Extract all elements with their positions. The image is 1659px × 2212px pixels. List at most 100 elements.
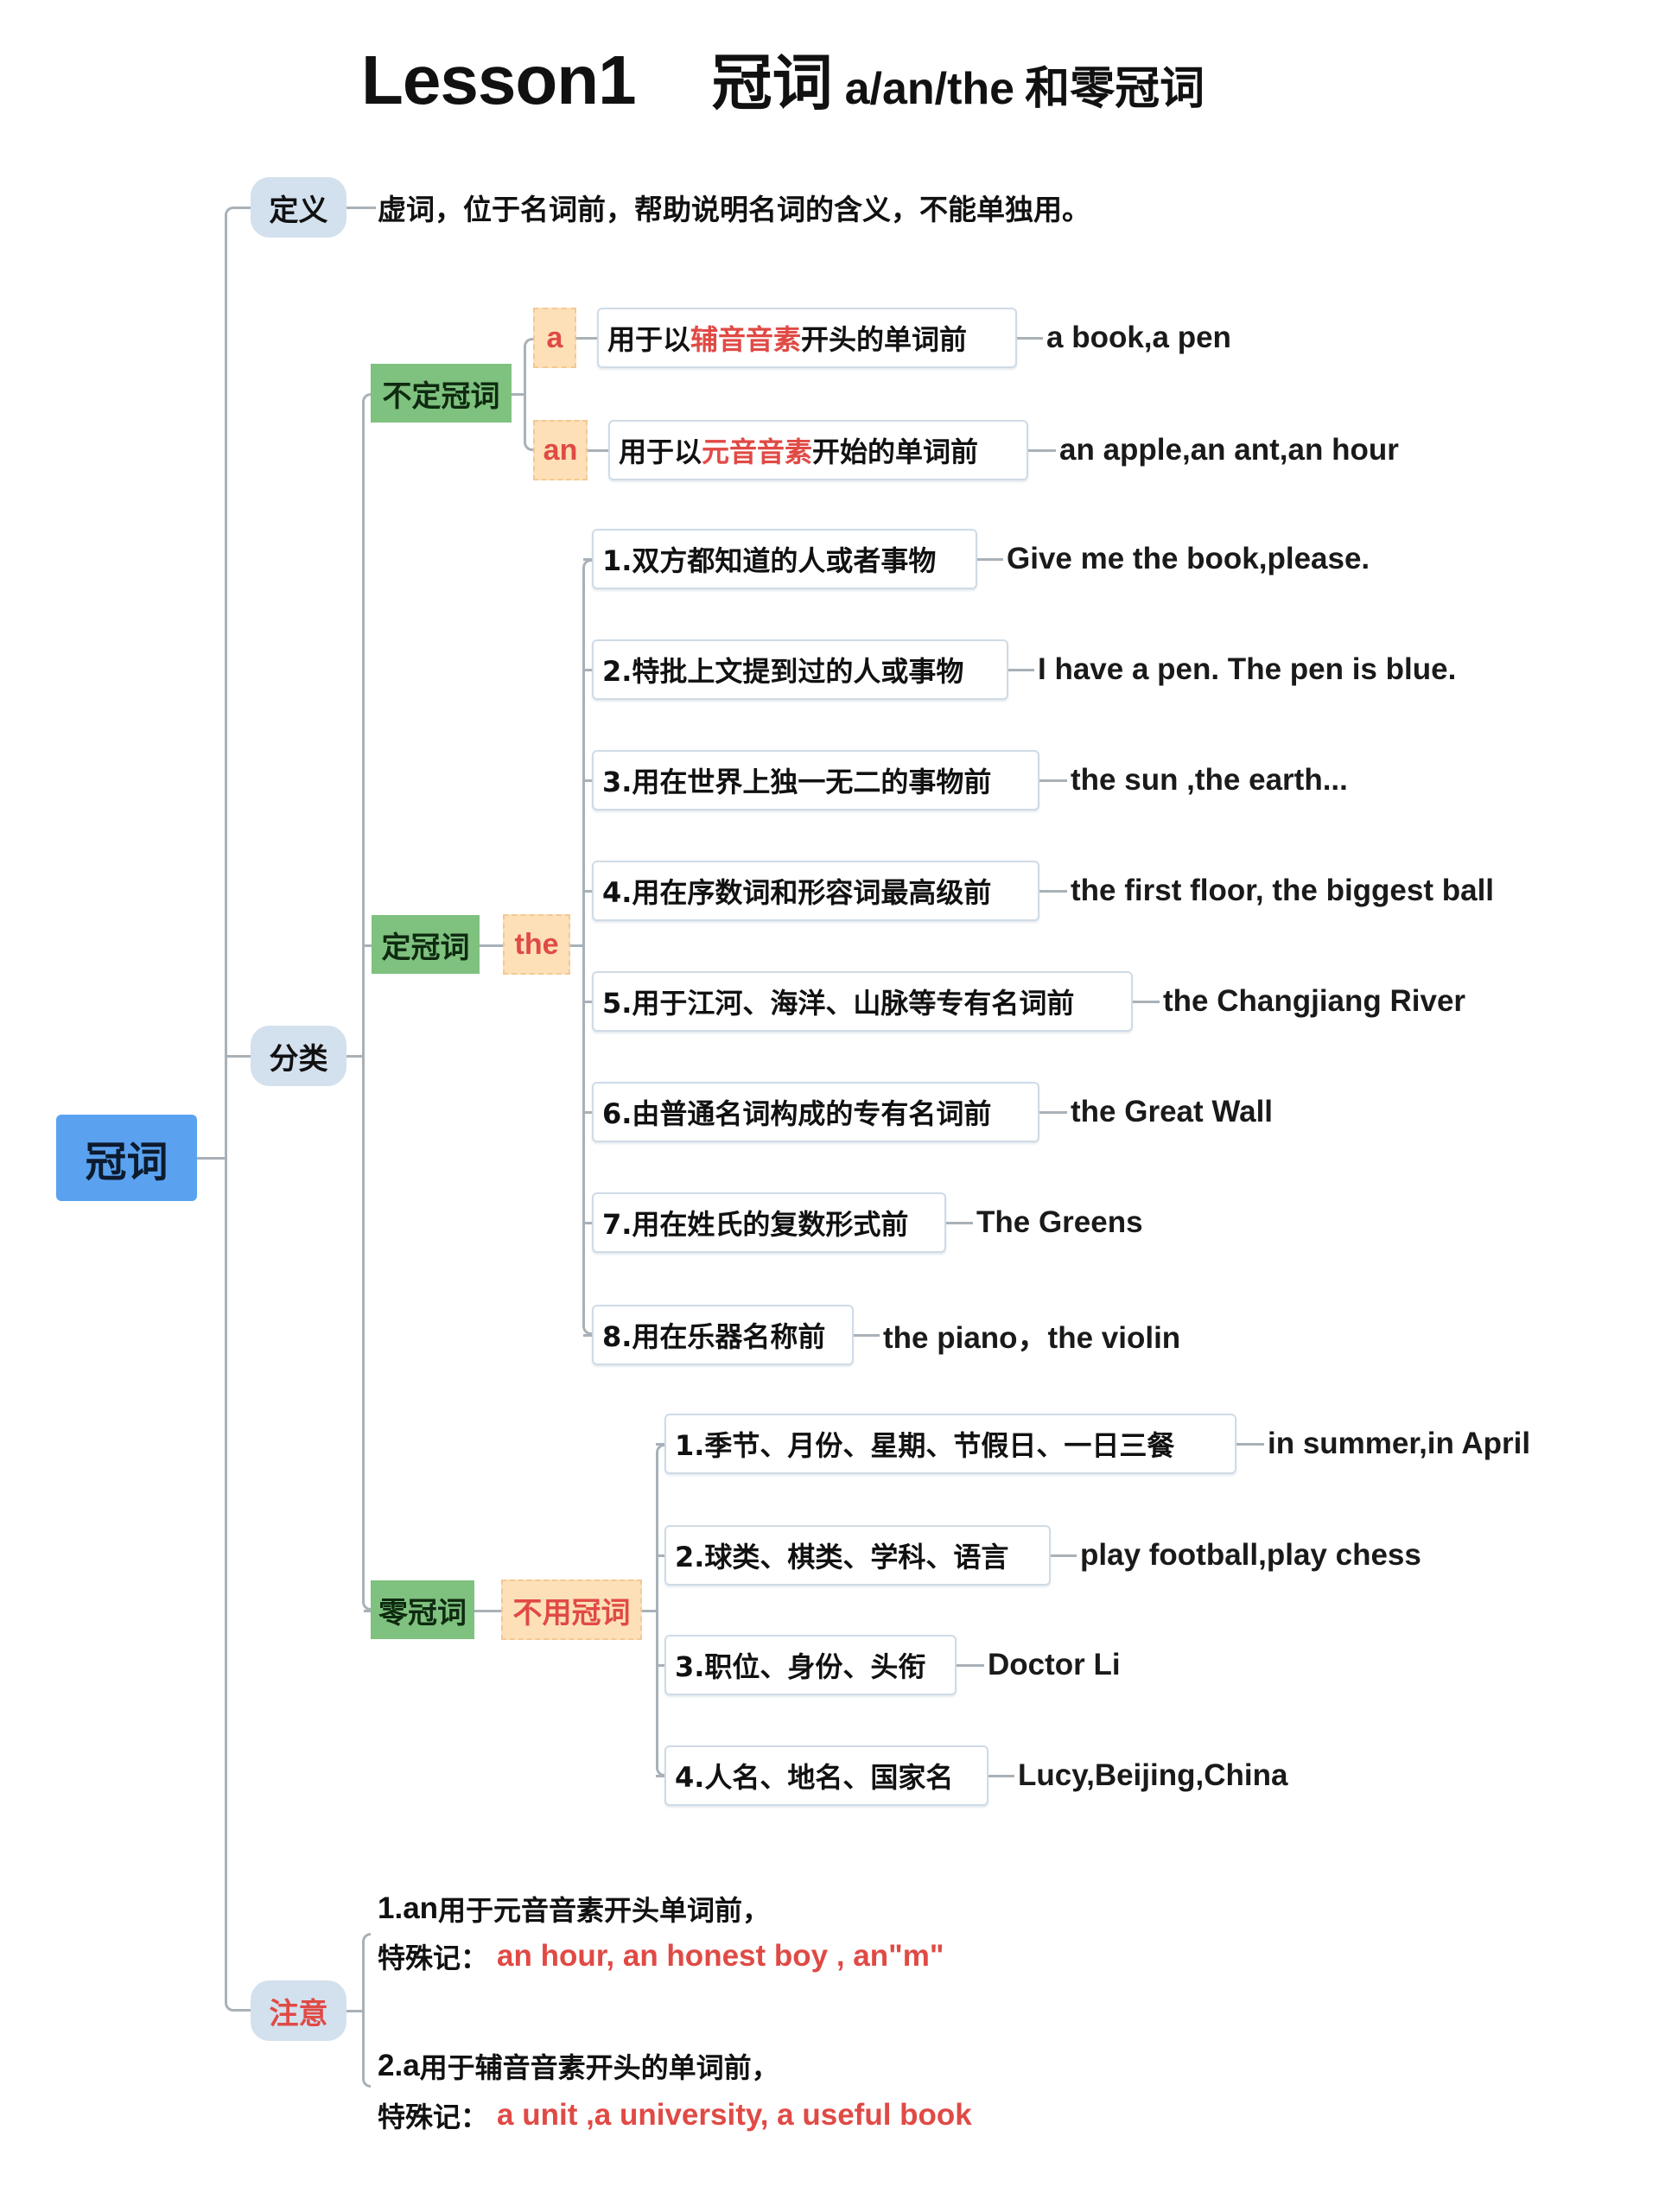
note-2-special-label: 特殊记： (378, 2101, 489, 2133)
zero-article-node: 零冠词 (371, 1580, 474, 1639)
definition-node: 定义 (251, 177, 346, 238)
definite-item-example-connector (946, 1222, 973, 1224)
definite-item-example: the Changjiang River (1163, 984, 1466, 1018)
connector-definite (364, 944, 372, 947)
connector-zero-trunk-bottom (656, 1610, 664, 1777)
note-2-special: a unit ,a university, a useful book (497, 2098, 972, 2132)
definite-item-connector (583, 669, 592, 671)
definite-item-connector (583, 1334, 592, 1337)
definite-item-rule: 8.用在乐器名称前 (592, 1305, 854, 1365)
note-2-rule: 用于辅音音素开头的单词前， (419, 2051, 779, 2084)
note-2-line-2: 特殊记：a unit ,a university, a useful book (378, 2094, 972, 2137)
zero-item-connector (656, 1443, 664, 1446)
connector-class-trunk-bottom (362, 1055, 371, 1611)
connector-the-out (570, 944, 584, 947)
definite-item-connector (583, 779, 592, 782)
zero-item-example: Doctor Li (988, 1648, 1121, 1681)
connector-a-example (1017, 337, 1043, 340)
connector-an-example (1028, 449, 1056, 452)
connector-zero (364, 1610, 372, 1612)
connector-a (576, 337, 597, 340)
note-1-rule: 用于元音音素开头单词前， (438, 1894, 771, 1927)
definite-item-example-connector (854, 1334, 880, 1337)
article-a-desc: 用于以辅音音素开头的单词前 (597, 308, 1017, 368)
indefinite-article-node: 不定冠词 (371, 364, 512, 423)
definite-item-rule: 4.用在序数词和形容词最高级前 (592, 861, 1039, 921)
zero-item-rule: 2.球类、棋类、学科、语言 (664, 1525, 1051, 1586)
zero-item-example-connector (1236, 1443, 1264, 1446)
definite-item-example-connector (1039, 1111, 1067, 1114)
zero-item-rule: 1.季节、月份、星期、节假日、一日三餐 (664, 1414, 1236, 1474)
zero-item-connector (656, 1554, 664, 1557)
title-lesson: Lesson1 (361, 41, 637, 118)
article-the-node: the (503, 914, 570, 975)
connector-zero-out (474, 1610, 501, 1612)
notes-node: 注意 (251, 1980, 346, 2041)
zero-item-example: play football,play chess (1080, 1538, 1421, 1572)
article-a-example: a book,a pen (1046, 321, 1231, 354)
zero-item-example: Lucy,Beijing,China (1018, 1758, 1288, 1792)
desc-text: 开头的单词前 (801, 323, 968, 356)
connector-notes-bottom (362, 2010, 371, 2088)
no-article-node: 不用冠词 (501, 1580, 642, 1640)
note-1-special: an hour, an honest boy , an"m" (497, 1939, 944, 1973)
definite-item-example: I have a pen. The pen is blue. (1038, 652, 1457, 686)
connector-trunk-top (225, 207, 251, 1157)
zero-item-rule: 4.人名、地名、国家名 (664, 1745, 988, 1806)
definite-item-rule: 1.双方都知道的人或者事物 (592, 529, 977, 589)
connector-the-trunk-top (582, 559, 592, 945)
definite-item-example-connector (977, 558, 1003, 561)
definite-item-example: Give me the book,please. (1007, 542, 1370, 575)
connector-no-article-out (642, 1610, 658, 1612)
connector-indefinite (512, 393, 525, 396)
connector-root (197, 1157, 227, 1160)
connector-the-trunk-bottom (582, 944, 592, 1335)
connector-definite-the (480, 944, 503, 947)
definite-article-node: 定冠词 (372, 915, 480, 974)
definition-text: 虚词，位于名词前，帮助说明名词的含义，不能单独用。 (378, 193, 1090, 226)
connector-indef-bottom (524, 393, 534, 451)
desc-highlight: 元音音素 (702, 435, 813, 468)
connector-notes (346, 2010, 364, 2012)
zero-item-rule: 3.职位、身份、头衔 (664, 1635, 957, 1695)
definite-item-connector (583, 1001, 592, 1003)
connector-classification (225, 1055, 251, 1058)
note-1-article: 1.an (378, 1891, 439, 1925)
article-a-node: a (533, 308, 576, 368)
article-an-desc: 用于以元音音素开始的单词前 (608, 420, 1028, 480)
connector-classification-out (346, 1055, 364, 1058)
desc-text: 开始的单词前 (812, 435, 979, 468)
definite-item-example-connector (1039, 890, 1067, 893)
note-1-special-label: 特殊记： (378, 1942, 489, 1974)
definite-item-example: The Greens (976, 1205, 1143, 1239)
definite-item-connector (583, 558, 592, 561)
root-node: 冠词 (56, 1115, 197, 1201)
classification-node: 分类 (251, 1026, 346, 1086)
definite-item-rule: 5.用于江河、海洋、山脉等专有名词前 (592, 971, 1133, 1032)
article-an-node: an (533, 420, 588, 480)
definite-item-connector (583, 890, 592, 893)
connector-indef-top (524, 338, 534, 394)
zero-item-connector (656, 1664, 664, 1667)
article-an-example: an apple,an ant,an hour (1059, 433, 1399, 467)
definite-item-rule: 2.特批上文提到过的人或事物 (592, 639, 1008, 700)
zero-item-example: in summer,in April (1268, 1427, 1531, 1460)
definite-item-example: the piano，the violin (883, 1320, 1181, 1355)
desc-text: 用于以 (619, 435, 702, 468)
definite-item-example-connector (1039, 779, 1067, 782)
definite-item-rule: 7.用在姓氏的复数形式前 (592, 1192, 946, 1253)
connector-an (588, 449, 608, 452)
connector-zero-trunk-top (656, 1444, 664, 1611)
title-sub-cn: 和零冠词 (1025, 63, 1205, 115)
connector-notes-top (362, 1933, 371, 2011)
title-main: 冠词 (711, 48, 833, 118)
definite-item-example: the Great Wall (1071, 1095, 1274, 1128)
definite-item-rule: 6.由普通名词构成的专有名词前 (592, 1082, 1039, 1142)
note-1-line-1: 1.an 用于元音音素开头单词前， (378, 1887, 770, 1930)
note-1-line-2: 特殊记：an hour, an honest boy , an"m" (378, 1935, 944, 1978)
note-2-line-1: 2.a 用于辅音音素开头的单词前， (378, 2044, 779, 2088)
definite-item-rule: 3.用在世界上独一无二的事物前 (592, 750, 1039, 810)
zero-item-connector (656, 1775, 664, 1777)
zero-item-example-connector (1051, 1554, 1077, 1557)
definite-item-connector (583, 1111, 592, 1114)
